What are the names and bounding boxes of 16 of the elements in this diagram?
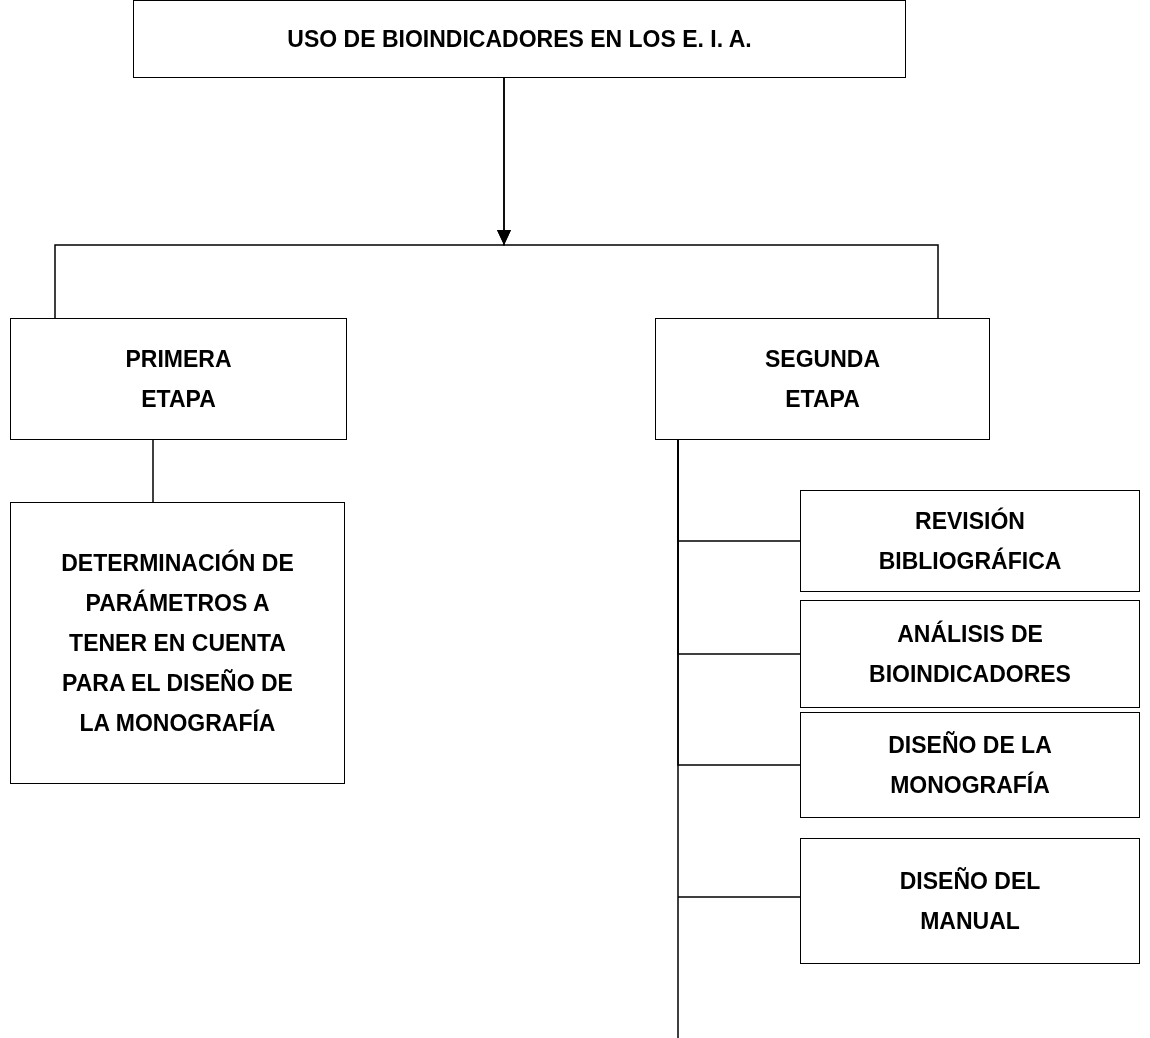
box-label: SEGUNDA ETAPA [764,345,881,414]
box-label: USO DE BIOINDICADORES EN LOS E. I. A. [287,25,752,54]
process-box [10,318,347,440]
process-box [133,0,906,78]
process-box [10,502,345,784]
process-box [800,712,1140,818]
box-label: ANÁLISIS DE BIOINDICADORES [868,619,1072,689]
box-label: REVISIÓN BIBLIOGRÁFICA [877,506,1063,576]
box-label: DETERMINACIÓN DE PARÁMETROS A TENER EN CUENTA PARA EL DISEÑO DE LA MONOGRAFÍA [61,548,294,738]
process-box [800,838,1140,964]
box-label: DISEÑO DEL MANUAL [898,866,1042,936]
process-box [800,490,1140,592]
box-label: DISEÑO DE LA MONOGRAFÍA [887,730,1053,800]
process-box [655,318,990,440]
process-box [800,600,1140,708]
box-label: PRIMERA ETAPA [124,345,233,414]
